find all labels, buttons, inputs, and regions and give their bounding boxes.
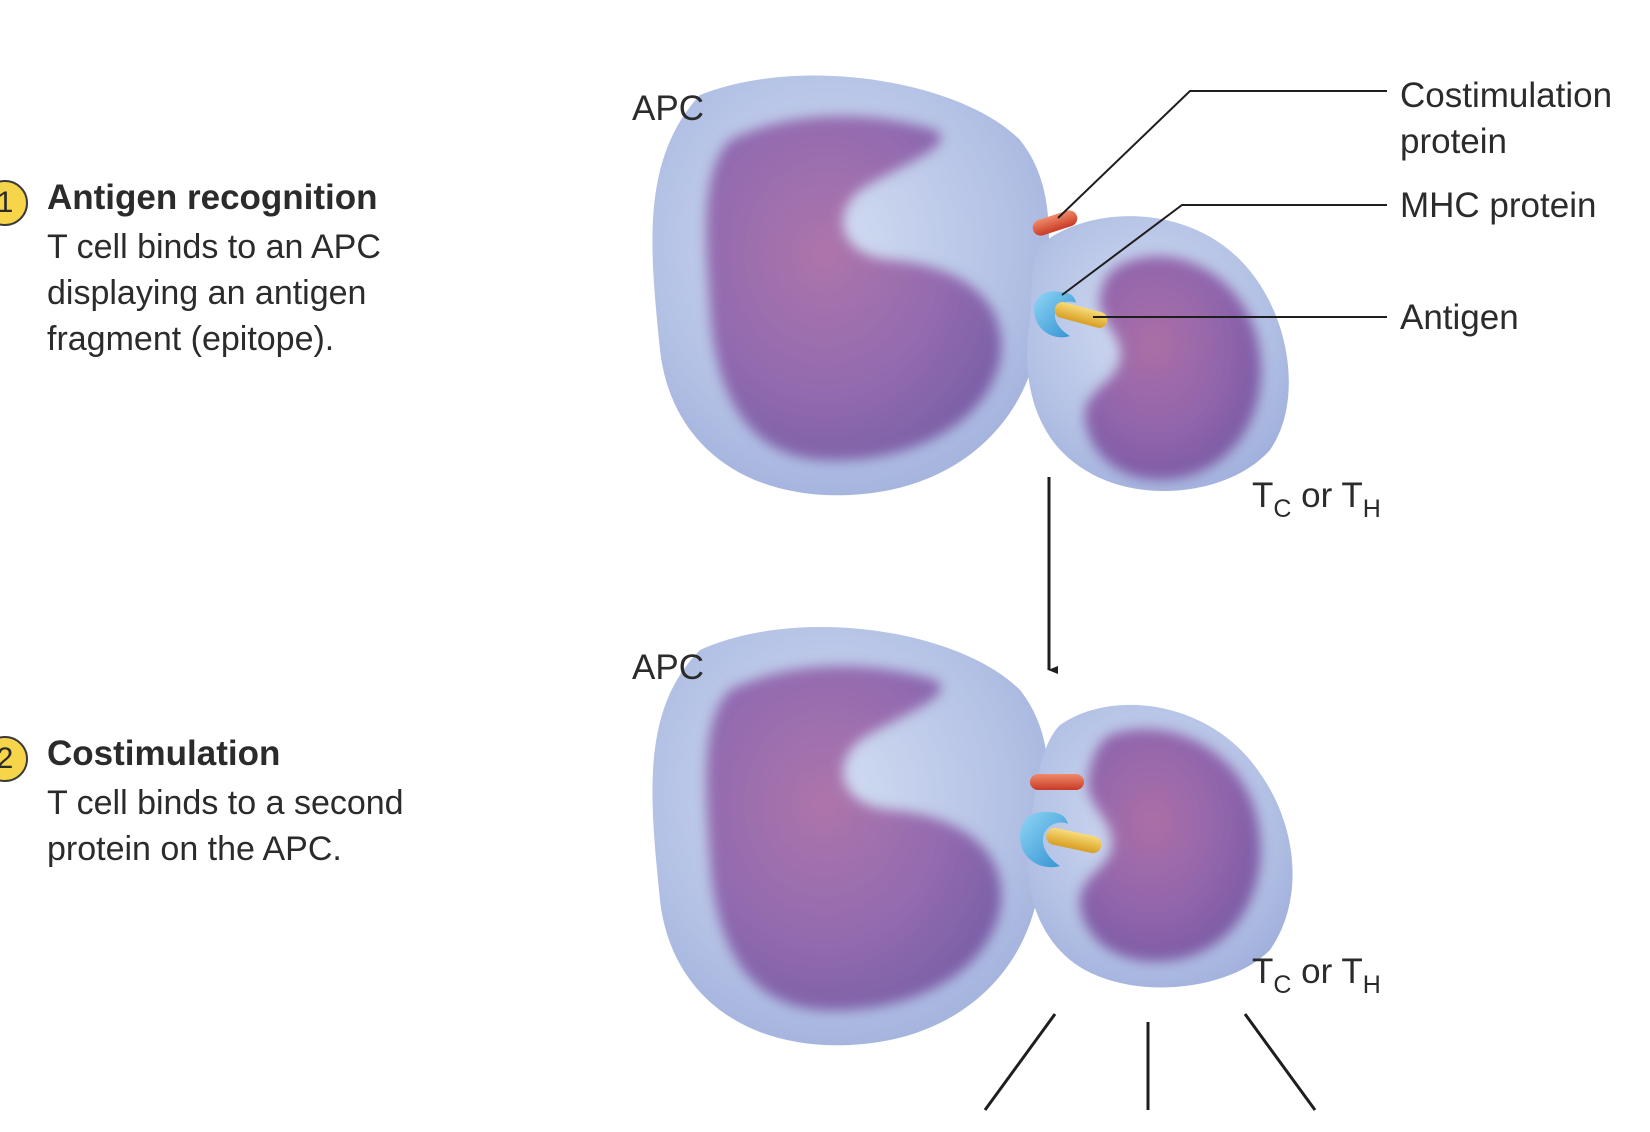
mhc-protein-top bbox=[1034, 291, 1076, 338]
apc-label-bottom: APC bbox=[632, 648, 704, 687]
t-cell-subscript-h: H bbox=[1362, 495, 1381, 523]
t-cell-top bbox=[1027, 216, 1289, 492]
branch-left bbox=[983, 1013, 1057, 1111]
costimulation-protein-top bbox=[1032, 210, 1078, 236]
antigen-top bbox=[1054, 302, 1108, 328]
t-cell-prefix: T bbox=[1252, 952, 1274, 991]
leader-mhc bbox=[1061, 204, 1387, 296]
antigen-bottom bbox=[1046, 827, 1102, 854]
costimulation-protein-label: Costimulation protein bbox=[1400, 76, 1613, 161]
t-cell-subscript-c: C bbox=[1273, 495, 1292, 523]
apc-label-top: APC bbox=[632, 89, 704, 128]
leader-costimulation bbox=[1057, 90, 1387, 219]
t-cell-subscript-h: H bbox=[1362, 971, 1381, 999]
t-cell-or: or T bbox=[1291, 476, 1363, 515]
step-description: T cell binds to an APC displaying an ant… bbox=[47, 228, 381, 358]
t-cell-or: or T bbox=[1291, 952, 1363, 991]
t-cell-label-top: TC or TH bbox=[1252, 476, 1381, 522]
t-cell-subscript-c: C bbox=[1273, 971, 1292, 999]
t-cell-bottom bbox=[1027, 704, 1293, 988]
t-cell-label-bottom: TC or TH bbox=[1252, 952, 1381, 998]
branch-right bbox=[1243, 1013, 1317, 1111]
costimulation-protein-bottom bbox=[1030, 774, 1084, 790]
apc-cell-top bbox=[652, 75, 1049, 496]
t-cell-prefix: T bbox=[1252, 476, 1274, 515]
branch-lines bbox=[983, 1013, 1317, 1111]
step-description: T cell binds to a second protein on the … bbox=[47, 784, 404, 868]
antigen-label: Antigen bbox=[1400, 298, 1519, 337]
mhc-protein-bottom bbox=[1020, 811, 1068, 868]
mhc-protein-label: MHC protein bbox=[1400, 186, 1597, 225]
leader-lines bbox=[1057, 90, 1387, 318]
step-title: Antigen recognition bbox=[47, 178, 378, 217]
step-title: Costimulation bbox=[47, 734, 281, 773]
apc-cell-bottom bbox=[652, 626, 1049, 1046]
